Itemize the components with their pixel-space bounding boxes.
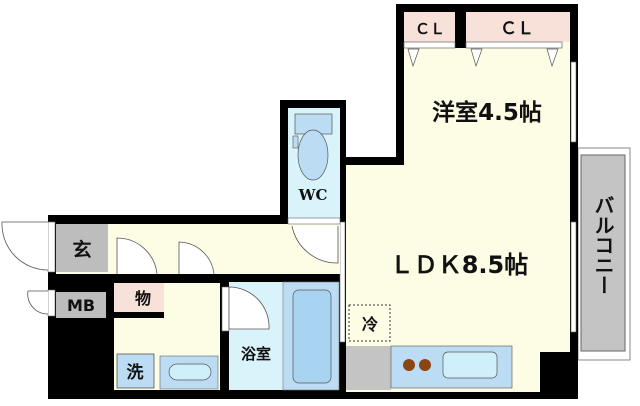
storage-door[interactable] — [116, 237, 158, 275]
closet-2 — [466, 12, 570, 42]
meter-box — [56, 292, 106, 318]
entrance — [56, 224, 108, 272]
bathroom-label: 浴室 — [241, 345, 271, 363]
front-door-swing — [1, 221, 49, 271]
toilet-paper-icon — [292, 135, 299, 149]
storage — [114, 283, 164, 312]
closet-1-label: ＣＬ — [415, 20, 445, 38]
sliding-door[interactable] — [339, 221, 346, 343]
door-marker-icon — [407, 48, 559, 68]
front-door[interactable] — [47, 221, 56, 273]
wall — [455, 12, 466, 48]
washer-space — [116, 353, 155, 389]
storage-label: 物 — [135, 289, 151, 308]
ldk-label: ＬＤＫ8.5帖 — [390, 251, 529, 279]
stove-burner-icon — [403, 359, 415, 371]
refrigerator-label: 冷 — [362, 315, 378, 334]
closet-door[interactable] — [465, 41, 563, 49]
toilet-label: WC — [298, 186, 328, 204]
meter-box-door[interactable] — [47, 289, 56, 317]
entrance-label: 玄 — [72, 238, 91, 261]
window — [570, 61, 577, 143]
closet-2-label: ＣＬ — [500, 19, 534, 39]
washroom — [164, 283, 220, 318]
window — [570, 221, 577, 333]
bathroom-door[interactable] — [228, 286, 270, 330]
meter-box-label: MB — [67, 296, 95, 315]
western-room-label: 洋室4.5帖 — [432, 99, 542, 126]
kitchen-floor — [346, 346, 391, 390]
meter-box-door-swing — [27, 290, 49, 315]
stove-burner-icon — [419, 359, 431, 371]
toilet-door[interactable] — [291, 225, 339, 264]
bathtub-icon — [292, 289, 332, 384]
balcony-label: バルコニー — [591, 195, 615, 295]
toilet-icon — [297, 129, 329, 181]
closet-1 — [404, 12, 455, 42]
washer-label: 洗 — [127, 362, 144, 383]
closet-door[interactable] — [403, 41, 456, 49]
door-frame — [221, 286, 230, 332]
kitchen-sink-icon — [442, 351, 498, 379]
washroom-door[interactable] — [178, 241, 215, 275]
balcony — [580, 154, 626, 352]
basin-sink-icon — [168, 363, 212, 381]
wall — [540, 352, 578, 392]
door-frame — [287, 217, 341, 225]
refrigerator-space — [348, 304, 391, 342]
